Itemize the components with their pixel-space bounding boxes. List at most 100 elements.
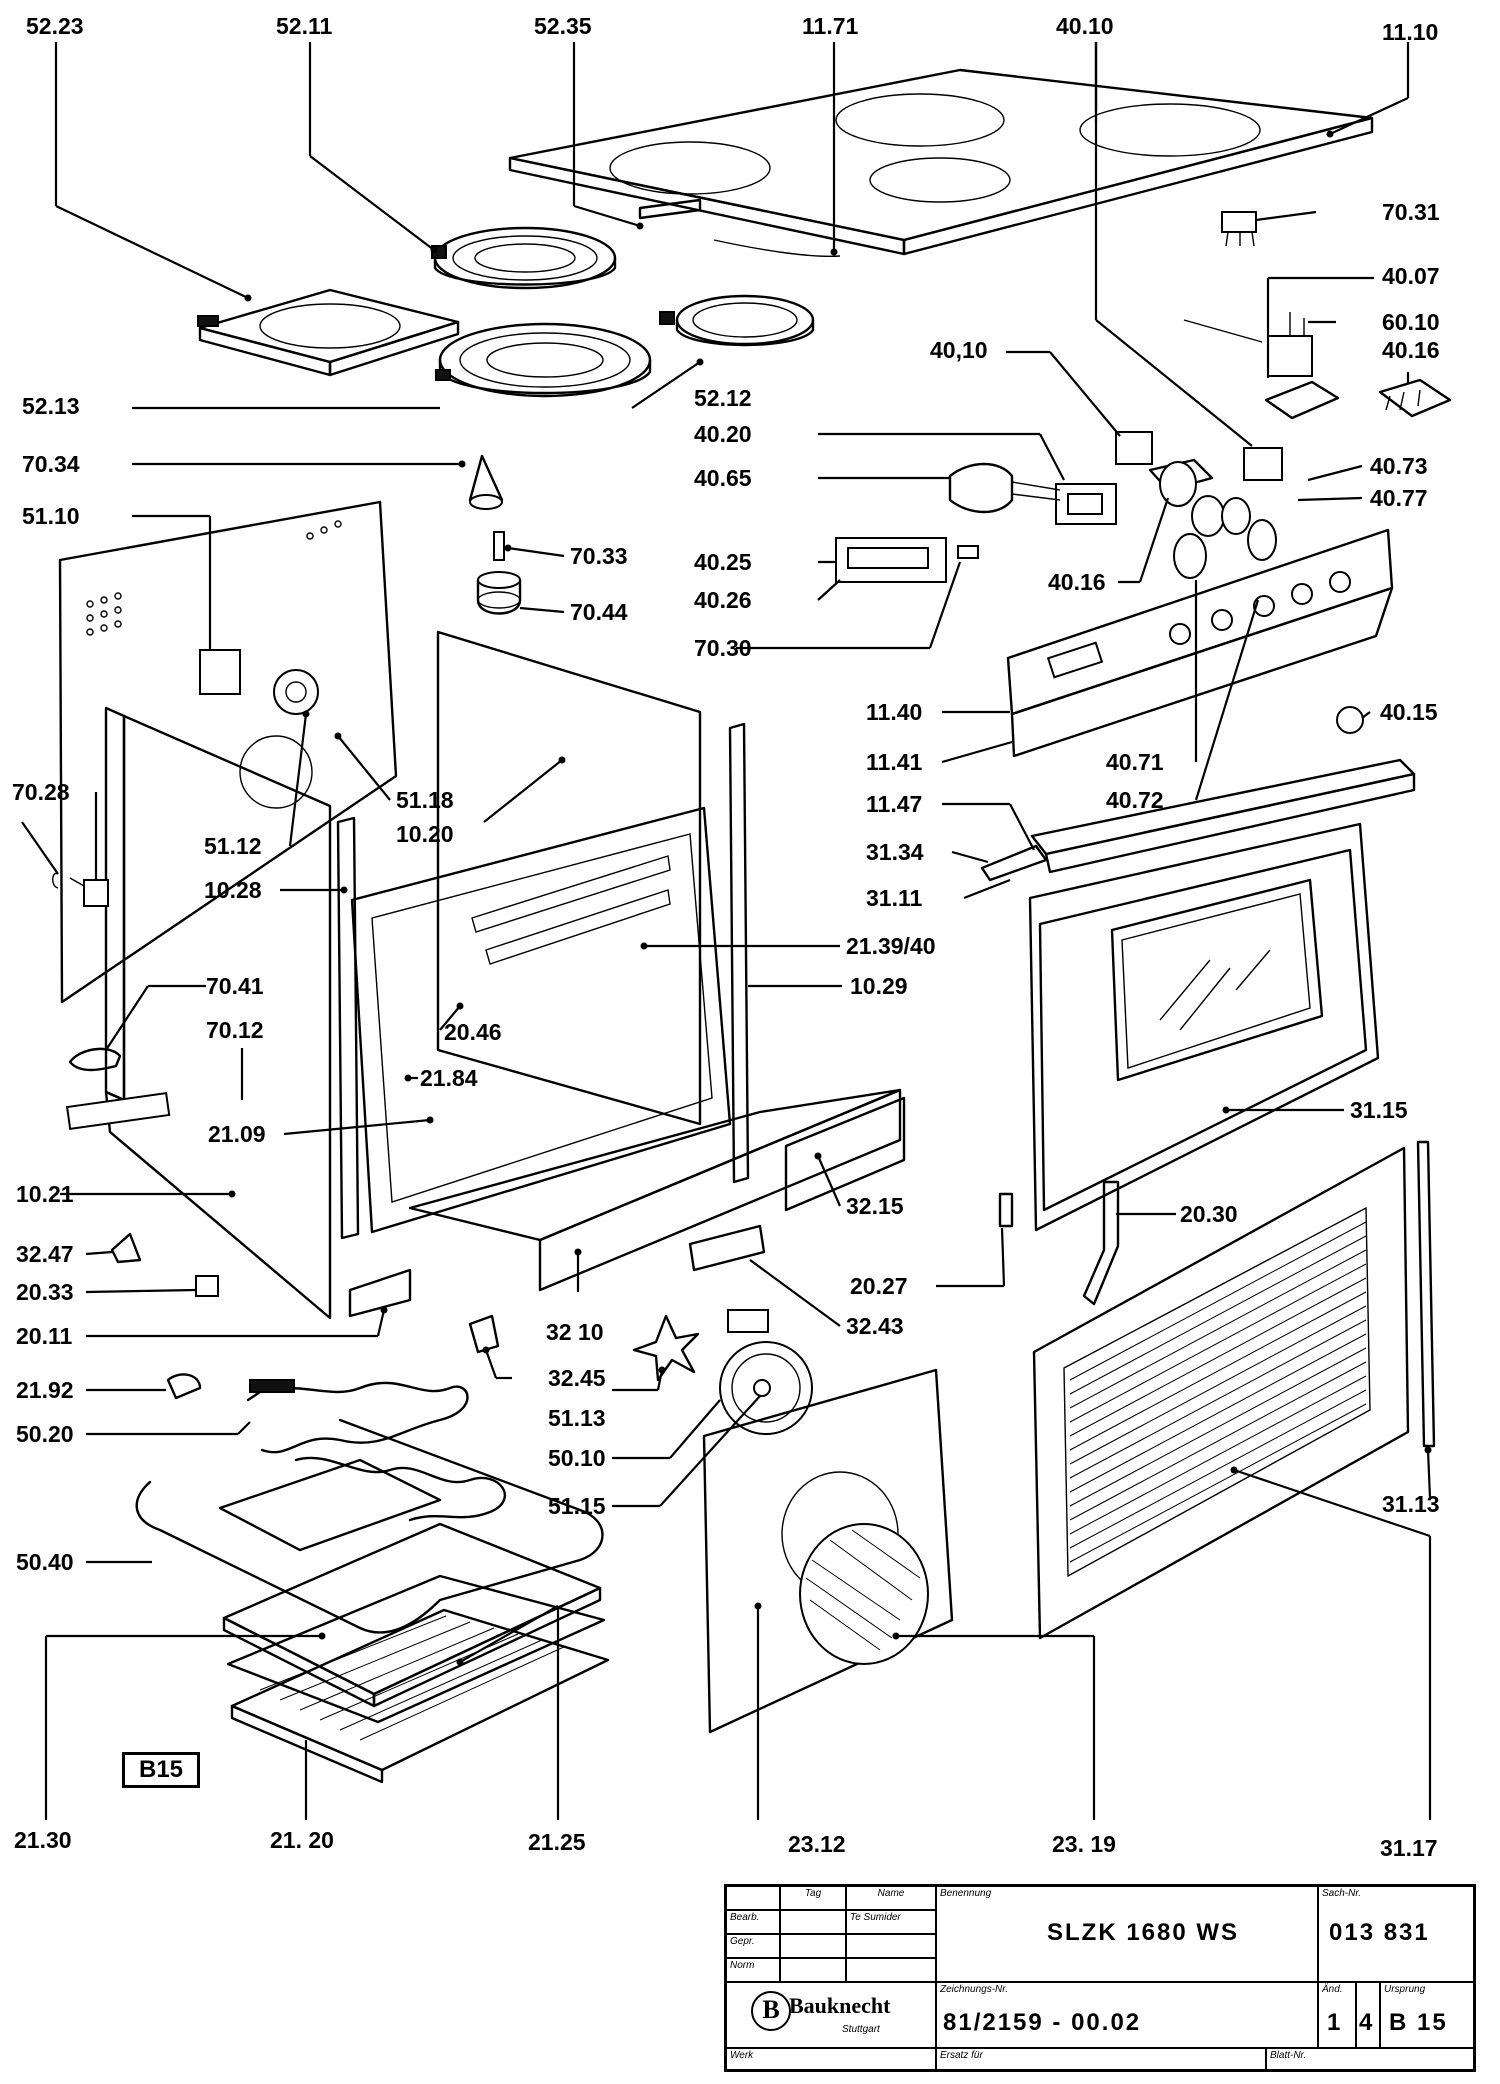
small-components-left <box>468 454 522 615</box>
label-40-10-top: 40.10 <box>1056 13 1114 39</box>
label-11-10: 11.10 <box>1382 19 1438 45</box>
side-small-parts <box>52 872 171 1130</box>
door-handle-bar <box>980 758 1416 882</box>
tb-aend-value: 1 <box>1327 2009 1343 2036</box>
label-21-30: 21.30 <box>14 1827 72 1853</box>
tb-bearb-date <box>781 1911 847 1935</box>
label-60-10: 60.10 <box>1382 309 1440 335</box>
tb-benennung-cell: Benennung SLZK 1680 WS <box>937 1887 1319 1983</box>
tb-ursprung-value: B 15 <box>1389 2009 1448 2036</box>
label-40-77: 40.77 <box>1370 485 1428 511</box>
label-21-20: 21. 20 <box>270 1827 334 1853</box>
control-panel <box>1006 528 1394 758</box>
label-40-72: 40.72 <box>1106 787 1164 813</box>
label-40-65: 40.65 <box>694 465 752 491</box>
label-10-29: 10.29 <box>850 973 908 999</box>
label-10-28: 10.28 <box>204 877 262 903</box>
tb-bearb-name: Te Sumider <box>847 1911 937 1935</box>
label-20-27: 20.27 <box>850 1273 908 1299</box>
rectangular-hotplate <box>197 288 460 377</box>
tb-aend-label: Änd. <box>1322 1984 1343 1995</box>
outer-door-glass <box>1032 1146 1410 1640</box>
label-40-71: 40.71 <box>1106 749 1164 775</box>
label-31-17: 31.17 <box>1380 1835 1438 1861</box>
baking-trays <box>222 1522 610 1784</box>
label-52-23: 52.23 <box>26 13 84 39</box>
label-40-26: 40.26 <box>694 587 752 613</box>
label-40-16-top: 40.16 <box>1382 337 1440 363</box>
brand-logo-icon: B <box>751 1991 791 2031</box>
tb-norm-name <box>847 1959 937 1983</box>
oven-door <box>1028 822 1380 1232</box>
leader-dots <box>228 130 1432 1666</box>
tb-blatt-count: 4 <box>1359 2009 1375 2036</box>
tb-werk: Werk <box>727 2049 937 2069</box>
tb-corner <box>727 1887 781 1911</box>
tb-product-name: SLZK 1680 WS <box>1047 1919 1240 1946</box>
round-hotplate-small <box>659 294 815 347</box>
tb-row-norm: Norm <box>727 1959 781 1983</box>
label-40-10-mid: 40,10 <box>930 337 988 363</box>
label-51-10: 51.10 <box>22 503 80 529</box>
controls-electronics <box>835 431 1283 583</box>
label-20-30: 20.30 <box>1180 1201 1238 1227</box>
label-11-47: 11.47 <box>866 791 922 817</box>
tb-sach-label: Sach-Nr. <box>1322 1888 1362 1899</box>
tb-drawing-number: 81/2159 - 00.02 <box>943 2009 1142 2036</box>
label-40-07: 40.07 <box>1382 263 1440 289</box>
label-40-25: 40.25 <box>694 549 752 575</box>
label-23-19: 23. 19 <box>1052 1831 1116 1857</box>
label-70-33: 70.33 <box>570 543 628 569</box>
rear-panel-left <box>58 500 398 1004</box>
tb-ursprung-label: Ursprung <box>1384 1984 1426 1995</box>
label-70-41: 70.41 <box>206 973 264 999</box>
misc-brackets <box>110 1224 766 1400</box>
tb-drawing-cell: Zeichnungs-Nr. 81/2159 - 00.02 <box>937 1983 1319 2049</box>
tb-row-gepr: Gepr. <box>727 1935 781 1959</box>
label-11-40: 11.40 <box>866 699 922 725</box>
label-50-40: 50.40 <box>16 1549 74 1575</box>
tb-gepr-date <box>781 1935 847 1959</box>
title-block: Tag Name Bearb. Te Sumider Gepr. Norm Be… <box>724 1884 1476 2072</box>
label-52-35: 52.35 <box>534 13 592 39</box>
label-70-12: 70.12 <box>206 1017 264 1043</box>
round-hotplate-large <box>431 226 617 290</box>
tb-benennung-label: Benennung <box>940 1888 992 1899</box>
switches-top-right <box>1183 211 1452 420</box>
tb-aend-cell: Änd. 1 <box>1319 1983 1357 2049</box>
label-31-15: 31.15 <box>1350 1097 1408 1123</box>
label-51-15: 51.15 <box>548 1493 606 1519</box>
tb-brand-cell: B Bauknecht Stuttgart <box>727 1983 937 2049</box>
grill-heating-elements <box>135 1379 604 1634</box>
label-21-84: 21.84 <box>420 1065 478 1091</box>
tb-gepr-name <box>847 1935 937 1959</box>
label-32-47: 32.47 <box>16 1241 74 1267</box>
rear-cover-panel <box>702 1368 954 1734</box>
label-31-11: 31.11 <box>866 885 922 911</box>
tb-ersatz-fuer: Ersatz für <box>937 2049 1267 2069</box>
label-51-13: 51.13 <box>548 1405 606 1431</box>
sheet-tag: B15 <box>122 1752 200 1788</box>
label-40-15: 40.15 <box>1380 699 1438 725</box>
tb-row-bearb: Bearb. <box>727 1911 781 1935</box>
label-10-20: 10.20 <box>396 821 454 847</box>
label-32-45: 32.45 <box>548 1365 606 1391</box>
label-32-10: 32 10 <box>546 1319 604 1345</box>
label-20-33: 20.33 <box>16 1279 74 1305</box>
tb-brand-city: Stuttgart <box>842 2024 880 2035</box>
tb-brand-name: Bauknecht <box>789 1993 891 2018</box>
label-32-43: 32.43 <box>846 1313 904 1339</box>
label-52-12: 52.12 <box>694 385 752 411</box>
label-21-25: 21.25 <box>528 1829 586 1855</box>
round-hotplate-dual <box>435 322 652 398</box>
tb-sach-cell: Sach-Nr. 013 831 <box>1319 1887 1473 1983</box>
label-21-39-40: 21.39/40 <box>846 933 936 959</box>
label-40-73: 40.73 <box>1370 453 1428 479</box>
label-40-20: 40.20 <box>694 421 752 447</box>
tb-drawing-label: Zeichnungs-Nr. <box>940 1984 1008 1995</box>
tb-blatt-cell: 4 <box>1357 1983 1381 2049</box>
label-10-21: 10.21 <box>16 1181 74 1207</box>
label-70-28: 70.28 <box>12 779 70 805</box>
ceramic-cooktop <box>508 68 1374 257</box>
label-52-13: 52.13 <box>22 393 80 419</box>
